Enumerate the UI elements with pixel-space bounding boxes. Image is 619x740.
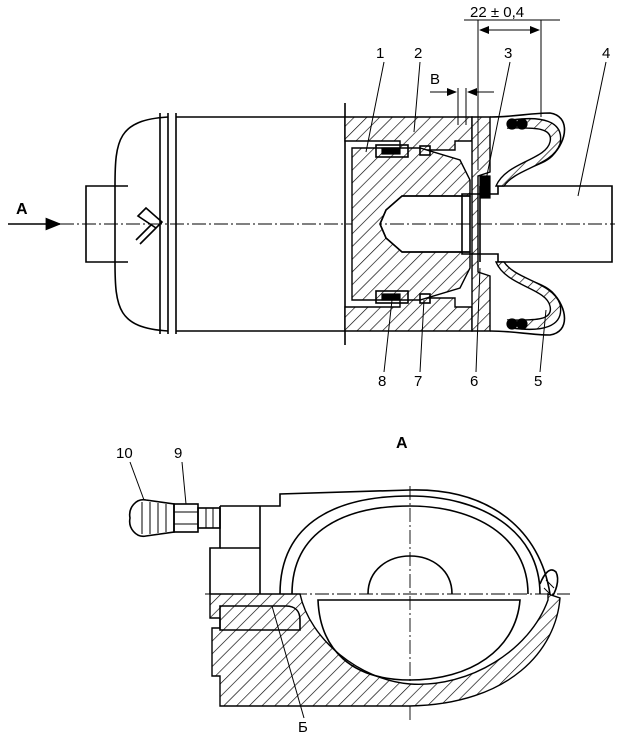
callout-3: 3 [504, 45, 512, 62]
view-a-label: А [396, 435, 408, 452]
ring-top [419, 145, 431, 156]
callout-8: 8 [378, 373, 386, 390]
push-rod [461, 185, 613, 263]
rod-nut [479, 175, 491, 199]
callout-7: 7 [414, 373, 422, 390]
callout-5: 5 [534, 373, 542, 390]
side-nipple [539, 569, 559, 601]
piston-seal-top [375, 144, 409, 158]
callout-6: 6 [470, 373, 478, 390]
dimension-label: 22 ± 0,4 [470, 4, 524, 21]
callout-10: 10 [116, 445, 133, 462]
view-arrow-a: А [8, 201, 62, 231]
end-stub [85, 185, 128, 263]
gap-label: В [430, 71, 440, 88]
view-a: А 10 9 [116, 435, 570, 736]
housing-lower-section [209, 593, 561, 707]
gap-b: В [430, 71, 494, 125]
housing-upper [220, 489, 551, 595]
port-label: Б [298, 719, 308, 736]
callout-2: 2 [414, 45, 422, 62]
clamp-band [159, 113, 177, 334]
hose-fitting [128, 498, 221, 538]
end-cap [114, 116, 169, 332]
callout-9: 9 [174, 445, 182, 462]
ring-bottom [419, 293, 431, 304]
shell-seal-top [506, 118, 518, 130]
arrow-label: А [16, 201, 28, 218]
dimension-22: 22 ± 0,4 [464, 4, 560, 170]
hub [367, 555, 453, 595]
callout-4: 4 [602, 45, 610, 62]
callouts: 1 2 3 4 8 7 6 5 [365, 45, 610, 390]
callout-1: 1 [376, 45, 384, 62]
chamber-section-view: А [8, 4, 615, 390]
shell-seal-bottom [506, 318, 518, 330]
clamp-bolt [135, 206, 164, 245]
housing-ellipse [279, 495, 541, 595]
housing-wall-bottom [344, 297, 473, 332]
